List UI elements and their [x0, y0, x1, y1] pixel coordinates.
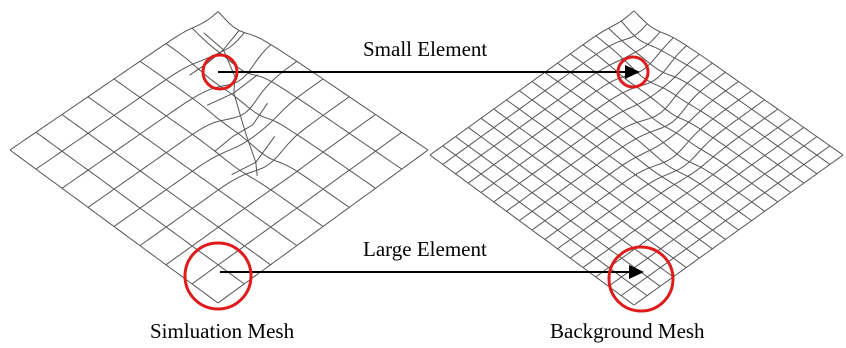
mesh-line	[519, 90, 726, 240]
refinement-line	[240, 116, 258, 177]
simulation-mesh-caption: Simluation Mesh	[150, 319, 295, 343]
small-element-highlight-right	[616, 55, 650, 89]
mesh-line	[480, 117, 687, 268]
small-element-arrow	[218, 65, 640, 79]
mesh-line	[165, 114, 376, 266]
mesh-line	[139, 96, 350, 247]
large-element-label: Large Element	[363, 237, 487, 261]
mesh-line	[531, 81, 739, 231]
mesh-line	[595, 126, 805, 278]
large-element-highlight-right	[607, 245, 675, 313]
mesh-line	[544, 90, 752, 240]
mesh-line	[87, 96, 298, 247]
small-element-label: Small Element	[363, 37, 487, 61]
small-element-highlight-left	[201, 53, 239, 91]
mesh-line	[582, 44, 792, 193]
mesh-line	[506, 99, 713, 250]
mesh-line	[35, 131, 245, 285]
mesh-line	[61, 114, 271, 266]
mesh-line	[9, 11, 219, 151]
mesh-line	[165, 43, 376, 189]
large-element-arrow	[220, 265, 644, 279]
large-element-highlight-left	[183, 241, 253, 311]
mesh-line	[442, 145, 648, 297]
background-mesh-caption: Background Mesh	[550, 319, 705, 343]
mesh-line	[493, 108, 700, 259]
mesh-line	[113, 78, 324, 227]
mesh-line	[429, 154, 635, 306]
mesh-line	[633, 154, 844, 306]
mesh-line	[582, 117, 792, 268]
mesh-line	[633, 10, 844, 156]
mesh-line	[621, 145, 831, 297]
mesh-line	[217, 149, 429, 304]
mesh-line	[191, 131, 403, 285]
mesh-line	[9, 149, 219, 304]
mesh-line	[608, 136, 818, 287]
mesh-line	[35, 32, 245, 170]
refinement-line	[206, 74, 259, 106]
mesh-line	[570, 108, 778, 259]
refinement-line	[231, 136, 276, 176]
mesh-line	[455, 136, 661, 287]
background-mesh	[429, 10, 844, 306]
mesh-line	[620, 20, 831, 165]
mesh-line	[557, 99, 765, 250]
mesh-line	[468, 126, 674, 278]
refinement-line	[214, 102, 268, 152]
